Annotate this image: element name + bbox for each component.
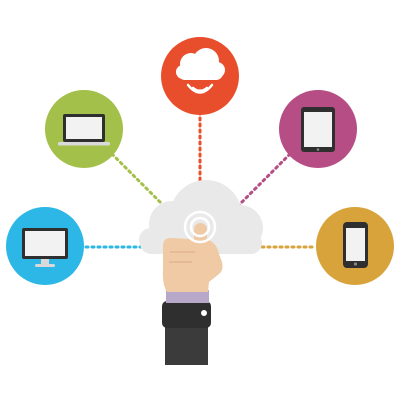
- connector-tablet: [236, 152, 292, 208]
- cufflink: [201, 310, 207, 316]
- cloud-wifi-node: [161, 37, 239, 115]
- phone-node: [316, 207, 394, 285]
- cloud-wifi-icon: [176, 48, 225, 80]
- tablet-icon: [301, 107, 335, 152]
- shirt-cuff: [166, 290, 209, 303]
- desktop-monitor-icon: [22, 228, 68, 267]
- index-finger: [194, 223, 207, 255]
- sleeve-cuff-band: [162, 301, 211, 328]
- laptop-node: [45, 90, 123, 168]
- tablet-node: [279, 90, 357, 168]
- touch-ripple-icon: [183, 210, 217, 244]
- sleeve: [165, 327, 208, 365]
- palm: [162, 238, 223, 292]
- pointing-hand: [162, 223, 223, 365]
- wifi-arcs: [186, 83, 214, 94]
- laptop-icon: [58, 114, 110, 146]
- connector-lines: [84, 110, 318, 249]
- smartphone-icon: [343, 222, 368, 268]
- connector-laptop: [110, 152, 164, 206]
- desktop-node: [6, 207, 84, 285]
